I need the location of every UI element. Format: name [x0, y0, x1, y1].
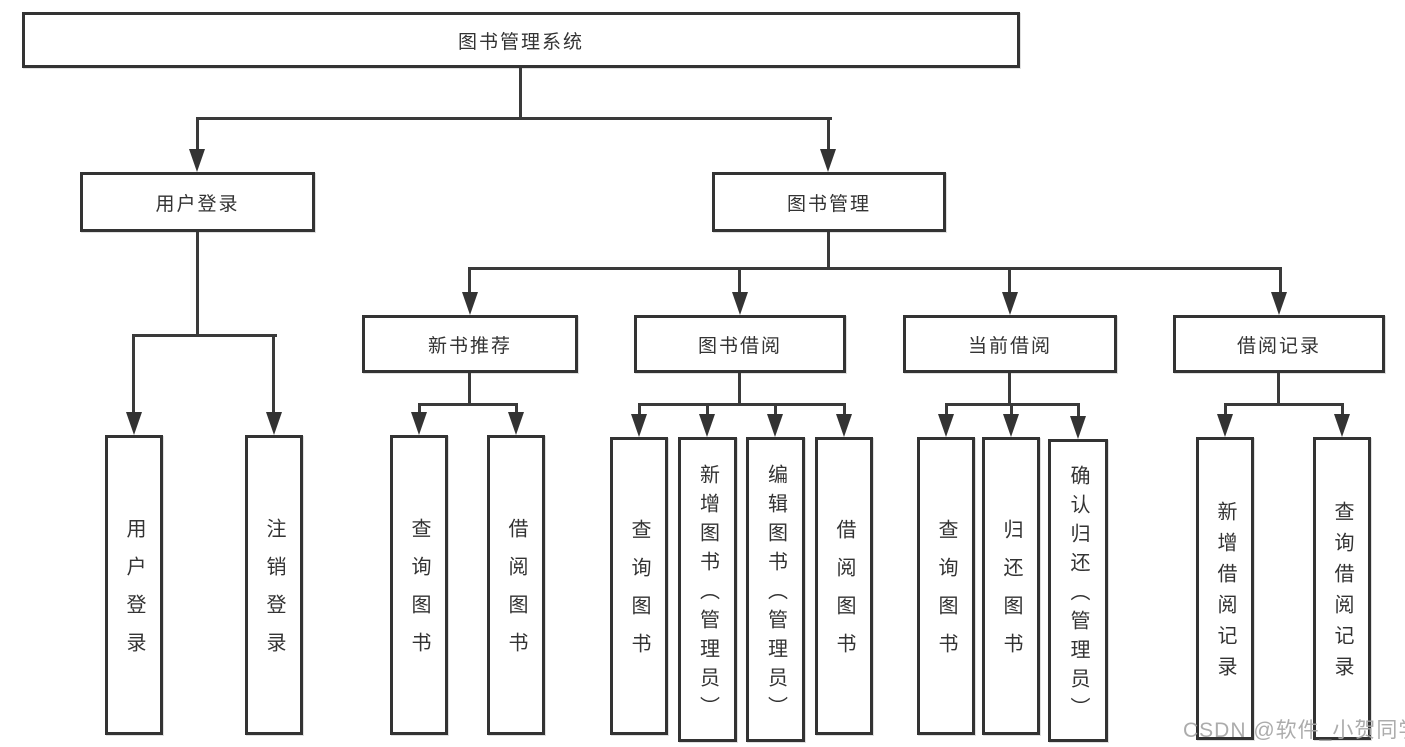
connector-line: [638, 403, 846, 406]
arrow-down-icon: [1070, 416, 1086, 439]
connector-line: [418, 403, 518, 406]
arrow-down-icon: [1271, 292, 1287, 315]
arrow-down-icon: [1002, 292, 1018, 315]
connector-line: [1008, 373, 1011, 406]
connector-line: [827, 232, 830, 270]
connector-line: [843, 403, 846, 417]
connector-line: [468, 267, 1282, 270]
connector-line: [638, 403, 641, 417]
connector-line: [196, 232, 199, 337]
leaf-current-return-books: 归还图书: [982, 437, 1040, 735]
arrow-down-icon: [938, 414, 954, 437]
arrow-down-icon: [462, 292, 478, 315]
node-root: 图书管理系统: [22, 12, 1020, 68]
leaf-logout: 注销登录: [245, 435, 303, 735]
arrow-down-icon: [699, 414, 715, 437]
arrow-down-icon: [189, 149, 205, 172]
arrow-down-icon: [732, 292, 748, 315]
node-root-label: 图书管理系统: [457, 31, 584, 53]
leaf-newbook-query-books: 查询图书: [390, 435, 448, 735]
arrow-down-icon: [820, 149, 836, 172]
node-user-login: 用户登录: [80, 172, 315, 232]
leaf-current-query-books: 查询图书: [917, 437, 975, 735]
arrow-down-icon: [1217, 414, 1233, 437]
connector-line: [468, 373, 471, 406]
connector-line: [519, 68, 522, 120]
connector-line: [1010, 403, 1013, 417]
connector-line: [738, 267, 741, 295]
leaf-borrow-add-books-admin: 新增图书（管理员）: [678, 437, 737, 742]
connector-line: [196, 117, 832, 120]
connector-line: [827, 117, 830, 151]
node-book-management-label: 图书管理: [786, 193, 871, 215]
node-book-management: 图书管理: [712, 172, 946, 232]
leaf-record-query-borrow-record: 查询借阅记录: [1313, 437, 1371, 740]
connector-line: [1224, 403, 1227, 417]
connector-line: [1008, 267, 1011, 295]
leaf-current-confirm-return-admin: 确认归还（管理员）: [1048, 439, 1108, 742]
leaf-borrow-query-books: 查询图书: [610, 437, 668, 735]
node-current-borrow: 当前借阅: [903, 315, 1117, 373]
connector-line: [706, 403, 709, 417]
connector-line: [1279, 267, 1282, 295]
connector-line: [774, 403, 777, 417]
arrow-down-icon: [411, 412, 427, 435]
leaf-newbook-borrow-books: 借阅图书: [487, 435, 545, 735]
node-user-login-label: 用户登录: [155, 193, 240, 215]
connector-line: [738, 373, 741, 406]
leaf-record-add-borrow-record: 新增借阅记录: [1196, 437, 1254, 740]
connector-line: [515, 403, 518, 415]
arrow-down-icon: [126, 412, 142, 435]
watermark: CSDN @软件_小贺同学: [1183, 719, 1405, 742]
leaf-user-login: 用户登录: [105, 435, 163, 735]
connector-line: [132, 334, 135, 414]
arrow-down-icon: [266, 412, 282, 435]
leaf-borrow-borrow-books: 借阅图书: [815, 437, 873, 735]
node-borrow-record: 借阅记录: [1173, 315, 1385, 373]
connector-line: [418, 403, 421, 415]
arrow-down-icon: [767, 414, 783, 437]
node-borrow-record-label: 借阅记录: [1236, 335, 1321, 357]
connector-line: [196, 117, 199, 151]
connector-line: [945, 403, 948, 417]
arrow-down-icon: [508, 412, 524, 435]
arrow-down-icon: [836, 414, 852, 437]
leaf-borrow-edit-books-admin: 编辑图书（管理员）: [746, 437, 805, 742]
connector-line: [1277, 373, 1280, 406]
arrow-down-icon: [1003, 414, 1019, 437]
connector-line: [272, 334, 275, 414]
connector-line: [1077, 403, 1080, 417]
node-new-book-recommend: 新书推荐: [362, 315, 578, 373]
connector-line: [132, 334, 277, 337]
node-book-borrow: 图书借阅: [634, 315, 846, 373]
node-book-borrow-label: 图书借阅: [697, 335, 782, 357]
arrow-down-icon: [1334, 414, 1350, 437]
node-current-borrow-label: 当前借阅: [967, 335, 1052, 357]
connector-line: [1341, 403, 1344, 417]
arrow-down-icon: [631, 414, 647, 437]
connector-line: [468, 267, 471, 295]
node-new-book-recommend-label: 新书推荐: [427, 335, 512, 357]
connector-line: [1224, 403, 1344, 406]
